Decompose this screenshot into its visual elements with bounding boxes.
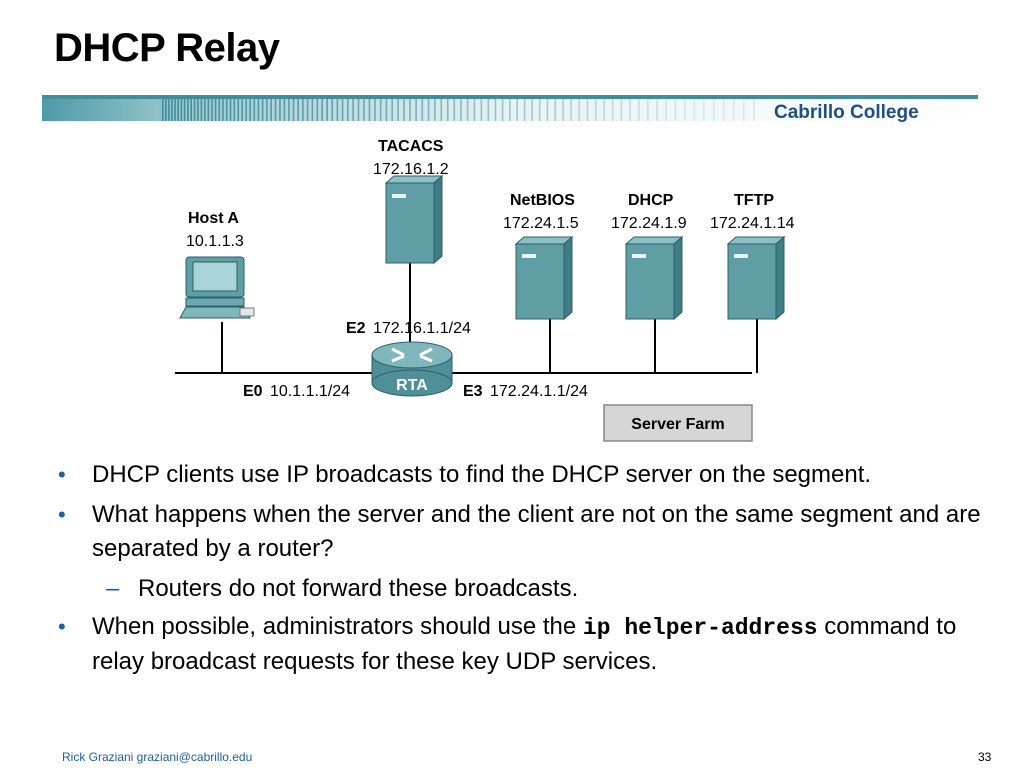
host-name: Host A (188, 210, 239, 227)
dash-icon: – (106, 575, 120, 602)
host-ip: 10.1.1.3 (186, 233, 244, 250)
netbios-ip: 172.24.1.5 (503, 215, 579, 232)
e3-ip: 172.24.1.1/24 (490, 383, 588, 400)
tftp-name: TFTP (734, 192, 774, 209)
bullet-icon: • (58, 614, 66, 639)
footer-author: Rick Graziani graziani@cabrillo.edu (62, 750, 253, 764)
netbios-server-icon (514, 235, 574, 321)
bullet-text: DHCP clients use IP broadcasts to find t… (92, 461, 872, 488)
bullet-icon: • (58, 462, 66, 487)
command-text: ip helper-address (582, 615, 818, 641)
tacacs-server-icon (384, 174, 444, 265)
bullet-text-pre: When possible, administrators should use… (92, 613, 583, 640)
page-number: 33 (978, 750, 992, 764)
dhcp-server-icon (624, 235, 684, 321)
dhcp-name: DHCP (628, 192, 674, 209)
router-name: RTA (396, 377, 428, 394)
dhcp-ip: 172.24.1.9 (611, 215, 687, 232)
tftp-ip: 172.24.1.14 (710, 215, 795, 232)
e0-iface: E0 (243, 383, 263, 400)
bullet-list: • DHCP clients use IP broadcasts to find… (58, 458, 988, 685)
server-farm-label: Server Farm (631, 416, 724, 433)
e2-iface: E2 (346, 320, 366, 337)
bullet-item: • What happens when the server and the c… (58, 498, 988, 566)
network-diagram: Host A 10.1.1.3 TACACS 172.16.1.2 NetBIO… (175, 138, 795, 442)
server-farm-box (603, 404, 753, 442)
sub-bullet-item: – Routers do not forward these broadcast… (58, 572, 988, 606)
e0-ip: 10.1.1.1/24 (270, 383, 350, 400)
e2-ip: 172.16.1.1/24 (373, 320, 471, 337)
bullet-icon: • (58, 502, 66, 527)
bullet-text-post: command to relay broadcast requests for … (92, 613, 957, 675)
bullet-item: • When possible, administrators should u… (58, 610, 988, 679)
header-banner (42, 95, 978, 121)
router-icon (371, 341, 453, 397)
netbios-name: NetBIOS (510, 192, 575, 209)
bullet-text: What happens when the server and the cli… (92, 501, 981, 562)
bullet-item: • DHCP clients use IP broadcasts to find… (58, 458, 988, 492)
host-computer-icon (179, 256, 255, 319)
slide-title: DHCP Relay (54, 26, 280, 70)
tftp-server-icon (726, 235, 786, 321)
tacacs-name: TACACS (378, 138, 444, 155)
tacacs-ip: 172.16.1.2 (373, 161, 449, 178)
college-logo-text: Cabrillo College (774, 102, 919, 123)
e3-iface: E3 (463, 383, 483, 400)
sub-bullet-text: Routers do not forward these broadcasts. (138, 575, 579, 602)
